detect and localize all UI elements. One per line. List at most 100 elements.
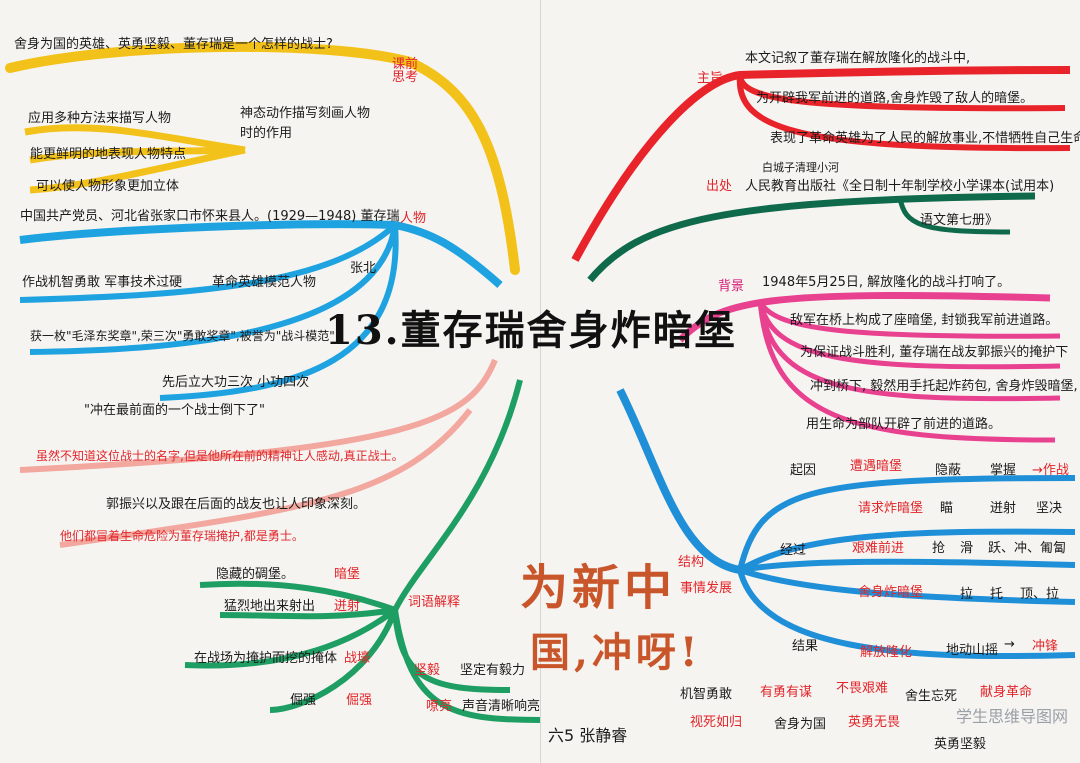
structure-row-1-head: 起因 [790, 463, 817, 478]
green-branch [184, 379, 541, 723]
darkgreen-sub-branch [897, 197, 1011, 235]
red-item-1: 本文记叙了董存瑞在解放隆化的战斗中, [745, 51, 971, 66]
red-item-3: 表现了革命英雄为了人民的解放事业,不惜牺牲自己生命 [770, 131, 1080, 146]
red-sub-branch [736, 74, 1071, 152]
blue-label: 人物 [400, 211, 427, 226]
green-word-2: 迸射 [334, 599, 361, 614]
structure-row-2-head: 经过 [780, 543, 807, 558]
blue-item-2: 作战机智勇敢 军事技术过硬 [22, 275, 183, 290]
pink-item-4: 冲到桥下, 毅然用手托起炸药包, 舍身炸毁暗堡, [810, 379, 1078, 394]
trait-4: 舍生忘死 [905, 689, 958, 704]
yellow-item-1: 应用多种方法来描写人物 [28, 111, 172, 126]
structure-sub-label: 事情发展 [680, 581, 733, 596]
structure-label: 结构 [678, 555, 705, 570]
map-title: 13.董存瑞舍身炸暗堡 [325, 307, 737, 354]
green-word-def-2: 猛烈地出来射出 [224, 599, 316, 614]
blue-item-4: 张北 [350, 261, 377, 276]
slogan-line-2: 国,冲呀! [530, 629, 702, 676]
green-word-def-3: 在战场为掩护而挖的掩体 [194, 651, 338, 666]
salmon-item-1: "冲在最前面的一个战士倒下了" [84, 403, 265, 418]
trait-1: 机智勇敢 [680, 687, 733, 702]
yellow-sub-branch [24, 124, 246, 194]
structure-row-2-d: 坚决 [1036, 501, 1063, 516]
structure-row-4-c: 托 [990, 587, 1004, 602]
darkgreen-label: 出处 [706, 179, 733, 194]
structure-row-4-d: 顶、拉 [1020, 587, 1060, 602]
watermark: 学生思维导图网 [955, 707, 1068, 726]
author-signature: 六5 张静睿 [548, 726, 628, 745]
blue-branch [19, 220, 503, 288]
structure-row-5-d: 冲锋 [1032, 639, 1059, 654]
structure-row-1-a: 遭遇暗堡 [850, 459, 903, 474]
structure-row-4-a: 舍身炸暗堡 [858, 585, 924, 600]
green-words-label: 词语解释 [408, 595, 461, 610]
page-fold [540, 0, 541, 763]
blue-item-6: 先后立大功三次 小功四次 [162, 375, 310, 390]
green-word-3: 战壕 [344, 651, 371, 666]
structure-branch [616, 388, 741, 574]
green-word-1: 暗堡 [334, 567, 361, 582]
structure-row-5-head: 结果 [792, 639, 819, 654]
pink-branch [677, 291, 1051, 343]
trait-5: 献身革命 [980, 685, 1033, 700]
red-item-2: 为开辟我军前进的道路,舍身炸毁了敌人的暗堡。 [756, 91, 1034, 106]
structure-row-5-b: 地动山摇 [946, 643, 999, 658]
structure-row-3-d: 跃、冲、匍匐 [988, 541, 1067, 556]
green-think-head-1: 坚毅 [414, 663, 441, 678]
structure-row-2-c: 迸射 [990, 501, 1017, 516]
red-label: 主旨 [697, 71, 724, 86]
trait-8: 英勇无畏 [848, 715, 901, 730]
green-word-def-4: 倔强 [290, 693, 317, 708]
structure-row-1-c: 掌握 [990, 463, 1017, 478]
green-word-def-1: 隐藏的碉堡。 [216, 567, 295, 582]
salmon-item-2: 虽然不知道这位战士的名字,但是他所在前的精神让人感动,真正战士。 [36, 449, 404, 463]
blue-sub-branch [19, 222, 399, 401]
blue-item-3: 革命英雄模范人物 [212, 275, 317, 290]
green-word-4: 倔强 [346, 693, 373, 708]
structure-row-5-a: 解放隆化 [860, 645, 913, 660]
trait-3: 不畏艰难 [836, 681, 889, 696]
blue-item-1: 中国共产党员、河北省张家口市怀来县人。(1929—1948) 董存瑞 [20, 209, 400, 224]
darkgreen-note: 白城子清理小河 [762, 161, 839, 174]
structure-row-2-a: 请求炸暗堡 [858, 501, 924, 516]
yellow-item-2: 能更鲜明的地表现人物特点 [30, 147, 187, 162]
yellow-branch [5, 41, 520, 275]
yellow-item-3: 可以使人物形象更加立体 [36, 179, 180, 194]
green-think-text-2: 声音清晰响亮 [462, 699, 541, 714]
structure-row-1-b: 隐蔽 [935, 463, 962, 478]
structure-sub-branch [737, 475, 1076, 660]
pink-sub-branch [757, 298, 1061, 443]
green-think-head-2: 嘹亮 [426, 699, 453, 714]
pink-item-3: 为保证战斗胜利, 董存瑞在战友郭振兴的掩护下 [800, 345, 1069, 360]
darkgreen-sub: 语文第七册》 [920, 213, 999, 228]
salmon-item-4: 他们都冒着生命危险为董存瑞掩护,都是勇士。 [60, 529, 304, 543]
trait-7: 舍身为国 [774, 717, 827, 732]
structure-row-3-b: 抢 [932, 541, 946, 556]
structure-row-5-c: → [1004, 637, 1015, 652]
yellow-label: 课前思考 [392, 57, 419, 85]
trait-2: 有勇有谋 [760, 685, 813, 700]
salmon-branch [19, 358, 498, 548]
pink-item-2: 敌军在桥上构成了座暗堡, 封锁我军前进道路。 [790, 313, 1059, 328]
structure-row-4-b: 拉 [960, 587, 974, 602]
slogan-line-1: 为新中 [520, 560, 677, 616]
structure-row-3-c: 滑 [960, 541, 974, 556]
pink-item-5: 用生命为部队开辟了前进的道路。 [806, 417, 1002, 432]
blue-item-5: 获一枚"毛泽东奖章",荣三次"勇敢奖章",被誉为"战斗模范" [30, 329, 335, 343]
structure-row-2-b: 瞄 [940, 501, 954, 516]
trait-9: 英勇坚毅 [934, 737, 987, 752]
structure-row-3-a: 艰难前进 [852, 541, 905, 556]
yellow-question: 舍身为国的英雄、英勇坚毅、董存瑞是一个怎样的战士? [14, 37, 333, 52]
structure-row-1-d: →作战 [1032, 463, 1069, 478]
trait-6: 视死如归 [690, 715, 743, 730]
yellow-sub-label: 神态动作描写刻画人物时的作用 [240, 106, 371, 141]
red-branch [571, 66, 1071, 262]
pink-label: 背景 [718, 279, 745, 294]
salmon-item-3: 郭振兴以及跟在后面的战友也让人印象深刻。 [106, 497, 367, 512]
darkgreen-item: 人民教育出版社《全日制十年制学校小学课本(试用本) [745, 179, 1055, 194]
darkgreen-branch [587, 192, 1036, 283]
green-think-text-1: 坚定有毅力 [460, 663, 526, 678]
pink-item-1: 1948年5月25日, 解放隆化的战斗打响了。 [762, 275, 1011, 290]
